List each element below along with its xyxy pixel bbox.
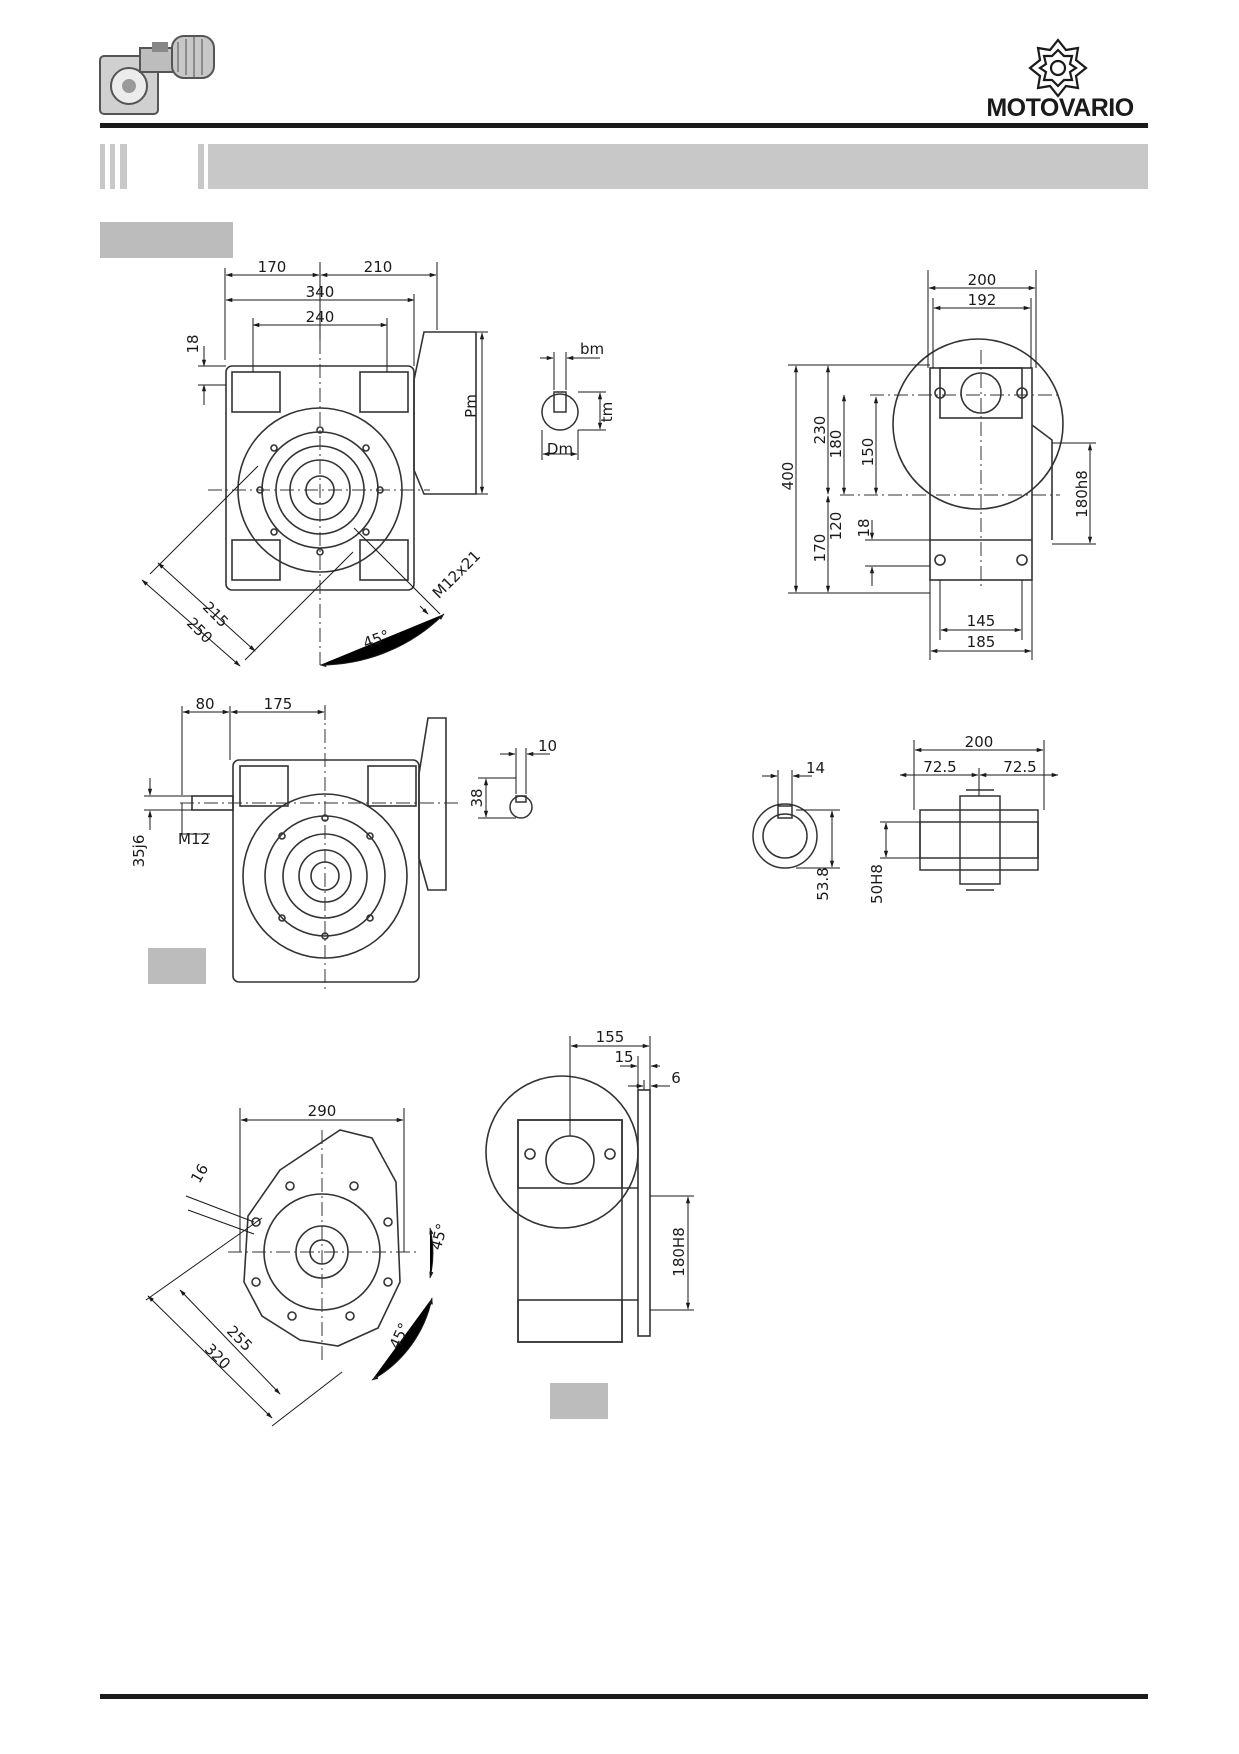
dim-180H8: 180H8 — [670, 1227, 688, 1276]
dim-45-deg: 45° — [427, 1222, 451, 1252]
key-detail-view — [541, 391, 579, 431]
dim-16: 16 — [187, 1161, 212, 1187]
dim-230: 230 — [811, 416, 829, 445]
dim-bm: bm — [580, 340, 604, 358]
dim-240: 240 — [306, 308, 335, 326]
dim-18: 18 — [855, 518, 873, 537]
dim-155: 155 — [596, 1028, 625, 1046]
dim-72-5: 72.5 — [923, 758, 956, 776]
hollow-shaft-section — [919, 789, 1039, 891]
shaft-end-detail — [509, 795, 533, 819]
dim-m12: M12 — [178, 830, 210, 848]
dim-150: 150 — [859, 438, 877, 467]
dim-185: 185 — [967, 633, 996, 651]
dim-145: 145 — [967, 612, 996, 630]
view-label-box — [100, 222, 233, 258]
flange-side-view — [485, 1075, 651, 1343]
dim-35j6: 35j6 — [130, 835, 148, 868]
dim-18: 18 — [184, 334, 202, 353]
dim-200: 200 — [965, 733, 994, 751]
dim-170: 170 — [811, 534, 829, 563]
dim-210: 210 — [364, 258, 393, 276]
dim-192: 192 — [968, 291, 997, 309]
dim-pm: Pm — [462, 394, 480, 418]
dim-180h8: 180h8 — [1073, 470, 1091, 518]
dim-14: 14 — [806, 759, 825, 777]
dim-340: 340 — [306, 283, 335, 301]
dim-tm: tm — [598, 402, 616, 423]
dim-200: 200 — [968, 271, 997, 289]
section-title-bar — [100, 144, 1148, 189]
view-label-box — [148, 948, 206, 984]
view-label-box — [550, 1383, 608, 1419]
dim-53-8: 53.8 — [814, 867, 832, 900]
motovario-logo-icon: MOTOVARIO — [986, 38, 1134, 122]
dim-290: 290 — [308, 1102, 337, 1120]
gear-motor-icon — [99, 35, 215, 115]
dim-15: 15 — [614, 1048, 633, 1066]
dim-72-5: 72.5 — [1003, 758, 1036, 776]
brand-name: MOTOVARIO — [986, 94, 1133, 122]
dim-175: 175 — [264, 695, 293, 713]
dim-50h8: 50H8 — [868, 864, 886, 904]
gearbox-side-view — [892, 338, 1064, 581]
dim-6: 6 — [671, 1069, 681, 1087]
dim-10: 10 — [538, 737, 557, 755]
dim-180: 180 — [827, 430, 845, 459]
dim-170: 170 — [258, 258, 287, 276]
gearbox-front-view — [225, 331, 477, 591]
dim-m12x21: M12x21 — [429, 547, 484, 602]
dim-38: 38 — [468, 788, 486, 807]
header-rule — [100, 123, 1148, 128]
dim-320: 320 — [201, 1340, 234, 1373]
dim-80: 80 — [195, 695, 214, 713]
dim-255: 255 — [223, 1322, 256, 1355]
footer-rule — [100, 1694, 1148, 1699]
dim-400: 400 — [779, 462, 797, 491]
dim-dm: Dm — [547, 440, 573, 458]
bore-detail — [752, 803, 818, 869]
dim-120: 120 — [827, 512, 845, 541]
